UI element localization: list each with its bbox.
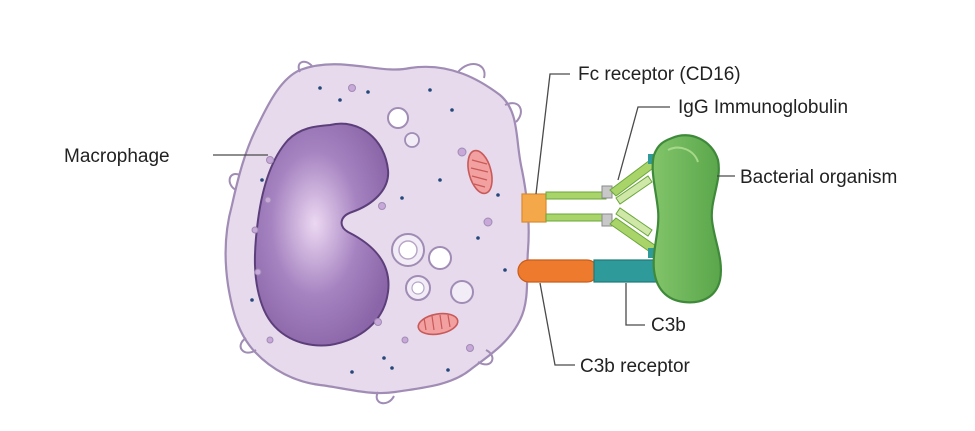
pseudopod-bottom-left (239, 337, 257, 354)
pseudopod-right (504, 102, 522, 123)
nucleus (253, 122, 390, 347)
bacterial-highlight (667, 146, 699, 163)
igg-antibody (545, 154, 657, 258)
pseudopod-bottom-right (477, 349, 494, 366)
label-igg: IgG Immunoglobulin (678, 97, 848, 118)
vacuole (398, 240, 418, 260)
c3b (593, 259, 659, 283)
bacterial-organism (651, 134, 722, 304)
leader-igg (617, 106, 670, 181)
mitochondrion (417, 312, 459, 336)
pseudopod-bottom (375, 391, 395, 405)
leader-c3b (625, 283, 645, 326)
label-bacterial-organism: Bacterial organism (740, 167, 897, 188)
vacuole (411, 281, 425, 295)
leader-c3b-receptor (539, 282, 575, 366)
leader-fc-receptor (535, 73, 570, 195)
granules (251, 84, 493, 352)
vacuole (387, 107, 409, 129)
c3b-receptor (517, 259, 599, 283)
pseudopod-top-right (457, 63, 486, 79)
pseudopod-left (228, 173, 241, 191)
label-macrophage: Macrophage (64, 146, 170, 167)
fc-receptor (521, 193, 547, 223)
vacuole (404, 132, 420, 148)
dark-granules (250, 86, 507, 374)
label-fc-receptor: Fc receptor (CD16) (578, 64, 741, 85)
mitochondrion (467, 149, 493, 195)
pseudopod-top (297, 60, 313, 73)
label-c3b: C3b (651, 315, 686, 336)
vacuole (450, 280, 474, 304)
macrophage-cell (224, 60, 530, 405)
label-c3b-receptor: C3b receptor (580, 356, 691, 377)
vacuole (428, 246, 452, 270)
